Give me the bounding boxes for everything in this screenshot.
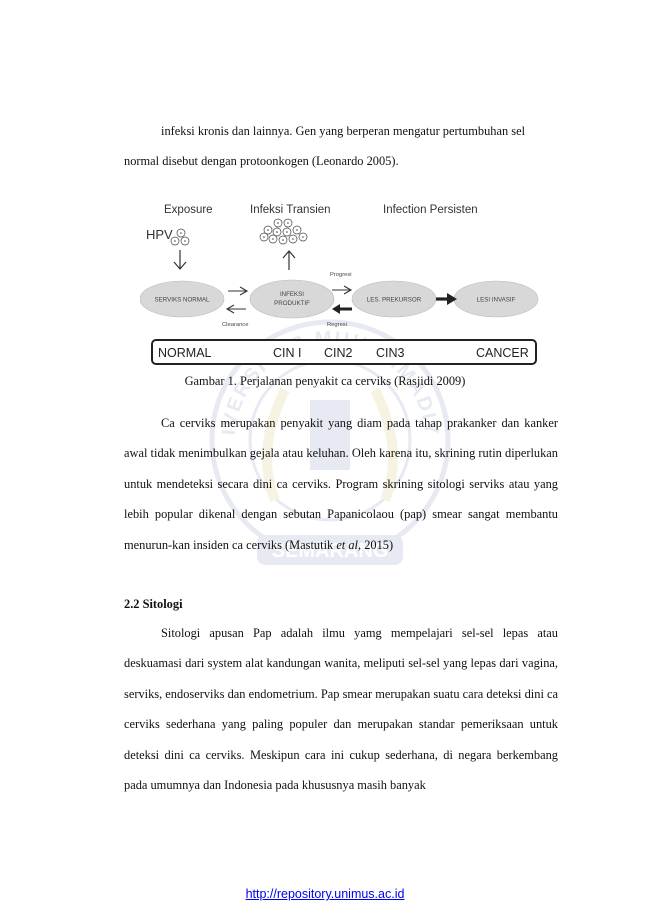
svg-text:a: a <box>277 221 279 225</box>
paragraph-intro: infeksi kronis dan lainnya. Gen yang ber… <box>124 116 558 177</box>
stage-serviks-normal <box>140 280 225 318</box>
virus-cluster-transient-icon <box>259 218 308 245</box>
svg-text:a: a <box>184 239 186 243</box>
stage-infeksi-produktif <box>249 279 335 319</box>
svg-text:a: a <box>263 235 265 239</box>
intro-line-1: infeksi kronis dan lainnya. Gen yang ber… <box>161 124 526 138</box>
svg-text:a: a <box>276 230 278 234</box>
intro-line-2: normal disebut dengan protoonkogen (Leon… <box>124 154 399 169</box>
svg-text:a: a <box>296 228 298 232</box>
svg-text:a: a <box>292 237 294 241</box>
svg-text:PRODUKTIF: PRODUKTIF <box>274 300 310 307</box>
svg-text:a: a <box>174 239 176 243</box>
label-progresi: Progresi <box>330 272 352 278</box>
bar-label-cin1: CIN I <box>273 346 301 360</box>
section-heading: 2.2 Sitologi <box>124 597 183 611</box>
svg-text:a: a <box>272 237 274 241</box>
svg-text:a: a <box>282 238 284 242</box>
arrow-progresi-icon <box>332 285 353 295</box>
svg-text:a: a <box>287 221 289 225</box>
svg-text:SEMARANG: SEMARANG <box>272 540 389 562</box>
svg-text:a: a <box>286 230 288 234</box>
repository-link[interactable]: http://repository.unimus.ac.id <box>245 887 405 901</box>
label-regresi: Regresi <box>327 322 347 328</box>
paragraph-screening: Ca cerviks merupakan penyakit yang diam … <box>124 416 558 552</box>
figure-caption: Gambar 1. Perjalanan penyakit ca cerviks… <box>184 374 466 388</box>
hpv-virus-cluster-icon <box>170 228 190 246</box>
svg-text:LES. PREKURSOR: LES. PREKURSOR <box>367 297 422 304</box>
paragraph-sitologi: Sitologi apusan Pap adalah ilmu yamg mem… <box>124 626 558 793</box>
virus-marks-hpv: a a a <box>174 231 186 243</box>
arrow-right-icon <box>228 286 249 296</box>
svg-text:a: a <box>180 231 182 235</box>
bar-label-cin2: CIN2 <box>324 346 353 360</box>
bar-label-normal: NORMAL <box>158 346 212 360</box>
progression-bar <box>151 339 537 365</box>
virus-marks-transient: a a a a a a a a a a a <box>263 221 304 242</box>
bar-label-cin3: CIN3 <box>376 346 405 360</box>
svg-text:INFEKSI: INFEKSI <box>280 291 304 298</box>
label-clearance: Clearance <box>222 322 248 328</box>
svg-text:SERVIKS NORMAL: SERVIKS NORMAL <box>155 297 210 304</box>
arrow-invasive-head <box>447 293 457 305</box>
label-exposure: Exposure <box>164 204 213 216</box>
svg-text:a: a <box>267 228 269 232</box>
arrow-up-icon <box>282 250 296 270</box>
svg-text:LESI INVASIF: LESI INVASIF <box>477 297 516 304</box>
arrow-down-icon <box>173 250 187 270</box>
label-infeksi-transien: Infeksi Transien <box>250 204 331 216</box>
disease-progression-figure: Exposure Infeksi Transien Infection Pers… <box>140 204 539 365</box>
label-infection-persisten: Infection Persisten <box>383 204 478 216</box>
label-hpv: HPV <box>146 227 173 242</box>
svg-text:a: a <box>302 235 304 239</box>
bar-label-cancer: CANCER <box>476 346 529 360</box>
arrow-regresi-head <box>332 304 340 314</box>
arrow-left-icon <box>225 304 246 314</box>
university-watermark-logo: UNIVERSITAS MUHAMMADIYAH SEMARANG <box>205 300 451 565</box>
